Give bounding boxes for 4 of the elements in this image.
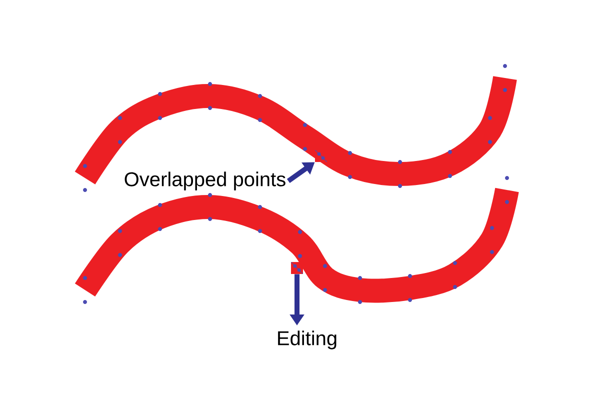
callout-text: Overlapped points bbox=[124, 172, 286, 190]
anchor-points-drawing bbox=[291, 262, 303, 274]
callout-text: Editing bbox=[278, 330, 336, 350]
anchor-points-drawing bbox=[315, 150, 327, 162]
